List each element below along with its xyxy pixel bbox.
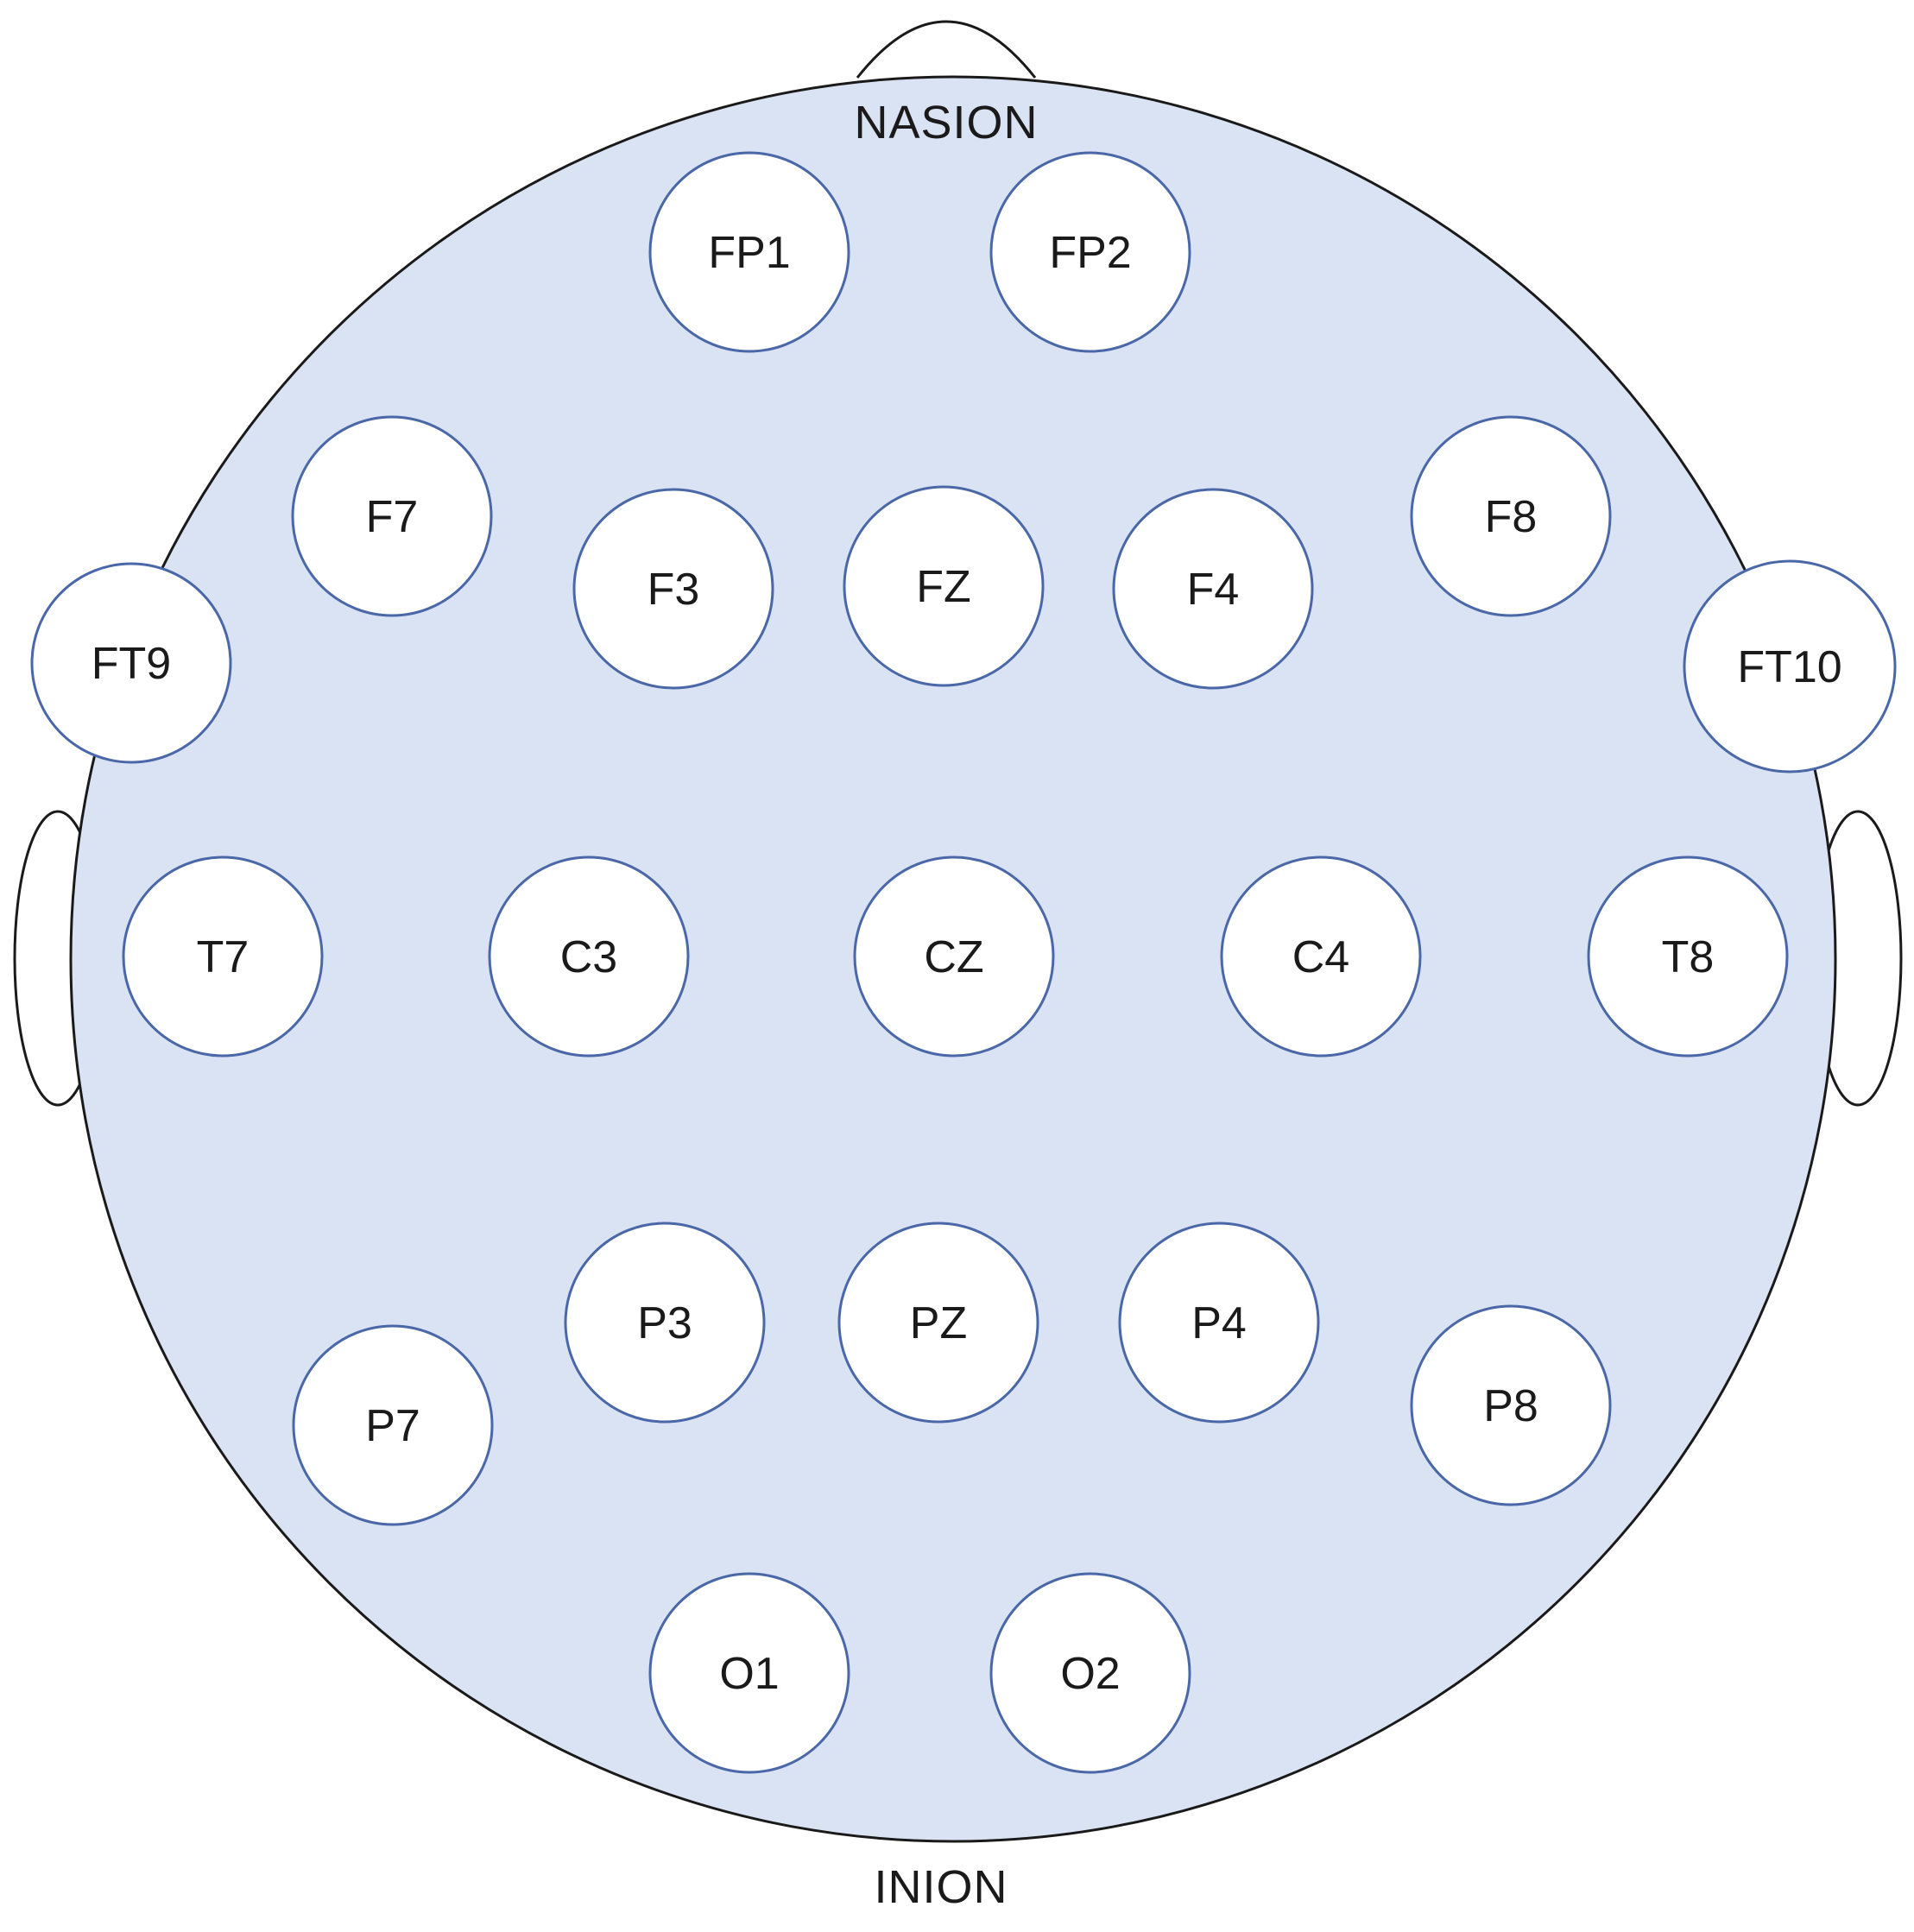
electrode-f3: F3: [572, 488, 774, 690]
electrode-circle-fp1: [648, 151, 850, 353]
electrode-o1: O1: [648, 1572, 850, 1774]
electrode-fp2: FP2: [989, 151, 1191, 353]
electrode-circle-f8: [1410, 415, 1612, 617]
electrode-circle-o1: [648, 1572, 850, 1774]
electrode-circle-f4: [1112, 488, 1314, 690]
electrode-circle-pz: [837, 1222, 1039, 1424]
electrode-circle-ft10: [1683, 559, 1897, 773]
electrode-cz: CZ: [853, 856, 1055, 1058]
electrode-label-t7: T7: [197, 932, 250, 982]
electrode-circle-t8: [1587, 856, 1789, 1058]
electrode-label-f8: F8: [1485, 492, 1538, 542]
electrode-circle-f3: [572, 488, 774, 690]
electrode-label-o1: O1: [719, 1649, 779, 1699]
electrode-label-f7: F7: [366, 492, 419, 542]
electrode-circle-f7: [291, 415, 493, 617]
electrode-circle-fz: [843, 485, 1045, 687]
electrode-circle-cz: [853, 856, 1055, 1058]
electrode-label-ft9: FT9: [92, 639, 171, 689]
electrode-p7: P7: [292, 1324, 494, 1526]
electrode-label-p7: P7: [365, 1401, 420, 1451]
electrode-label-o2: O2: [1060, 1649, 1120, 1699]
electrode-label-ft10: FT10: [1737, 642, 1841, 692]
electrode-label-fp2: FP2: [1049, 228, 1131, 278]
electrode-label-f3: F3: [647, 565, 700, 615]
electrode-fp1: FP1: [648, 151, 850, 353]
electrode-o2: O2: [989, 1572, 1191, 1774]
electrode-pz: PZ: [837, 1222, 1039, 1424]
electrode-p4: P4: [1118, 1222, 1320, 1424]
electrode-label-f4: F4: [1187, 565, 1240, 615]
electrode-fz: FZ: [843, 485, 1045, 687]
electrode-label-fz: FZ: [916, 562, 971, 612]
electrode-t7: T7: [122, 856, 324, 1058]
electrode-circle-c3: [488, 856, 690, 1058]
electrode-f8: F8: [1410, 415, 1612, 617]
electrode-circle-p7: [292, 1324, 494, 1526]
electrode-label-t8: T8: [1662, 932, 1715, 982]
electrode-circle-c4: [1220, 856, 1422, 1058]
electrode-circle-t7: [122, 856, 324, 1058]
nasion-label: NASION: [854, 97, 1038, 148]
nose-shape: [856, 20, 1037, 79]
electrode-label-fp1: FP1: [708, 228, 790, 278]
electrode-label-c3: C3: [560, 932, 617, 982]
electrode-ft9: FT9: [30, 562, 232, 764]
inion-label: INION: [874, 1861, 1008, 1913]
electrode-label-p3: P3: [637, 1298, 692, 1348]
electrode-circle-p3: [564, 1222, 766, 1424]
electrode-f7: F7: [291, 415, 493, 617]
electrode-ft10: FT10: [1683, 559, 1897, 773]
electrode-t8: T8: [1587, 856, 1789, 1058]
electrode-circle-p8: [1410, 1304, 1612, 1506]
electrode-label-p4: P4: [1191, 1298, 1247, 1348]
electrode-label-c4: C4: [1292, 932, 1349, 982]
electrode-c4: C4: [1220, 856, 1422, 1058]
electrode-label-cz: CZ: [924, 932, 983, 982]
electrode-p3: P3: [564, 1222, 766, 1424]
electrode-f4: F4: [1112, 488, 1314, 690]
electrode-label-pz: PZ: [910, 1298, 967, 1348]
electrode-c3: C3: [488, 856, 690, 1058]
electrode-label-p8: P8: [1483, 1381, 1538, 1431]
electrode-p8: P8: [1410, 1304, 1612, 1506]
electrode-circle-fp2: [989, 151, 1191, 353]
electrode-circle-p4: [1118, 1222, 1320, 1424]
electrode-circle-ft9: [30, 562, 232, 764]
electrode-circle-o2: [989, 1572, 1191, 1774]
